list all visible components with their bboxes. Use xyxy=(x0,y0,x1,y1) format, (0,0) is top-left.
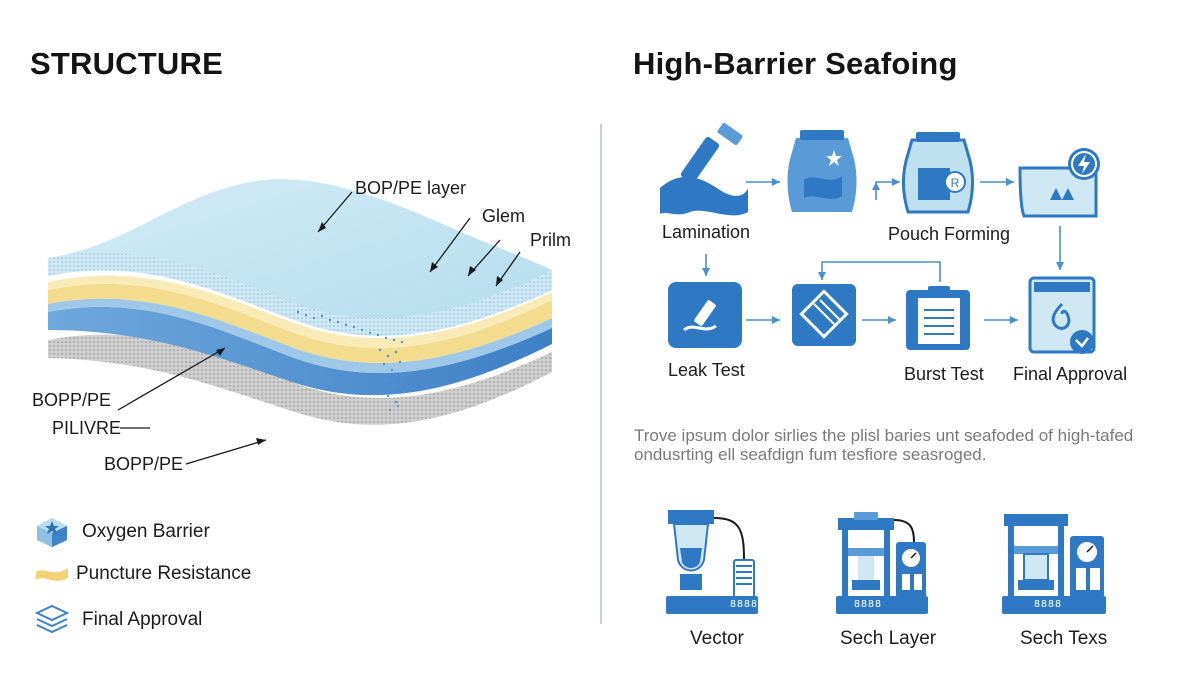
equipment-label-vector: Vector xyxy=(690,628,744,649)
label-top-layer: BOP/PE layer xyxy=(355,178,467,198)
svg-text:R: R xyxy=(951,176,960,190)
leader-arrowheads xyxy=(216,222,503,445)
pouch-icon xyxy=(787,130,857,212)
process-title: High-Barrier Seafoing xyxy=(633,46,958,81)
step-label-pouch-forming: Pouch Forming xyxy=(888,224,1011,244)
clipboard-icon xyxy=(906,286,970,350)
approval-bag-icon xyxy=(1028,276,1096,354)
lower-blue-layer xyxy=(48,298,552,396)
star-cube-icon xyxy=(37,518,67,547)
legend-item-puncture-resistance: Puncture Resistance xyxy=(34,562,251,586)
burst-tester-icon xyxy=(1002,514,1106,614)
press-tester-icon xyxy=(836,512,928,614)
sech-texs-display: 8888 xyxy=(1034,599,1063,610)
sech-layer-display: 8888 xyxy=(854,599,883,610)
equipment-label-sech-texs: Sech Texs xyxy=(1020,628,1108,649)
pouch-forming-icon: R xyxy=(902,132,974,214)
label-film-a: Glem xyxy=(482,206,526,226)
yellow-wave-icon xyxy=(36,568,68,581)
description-line-2: ondusrting ell seafdign fum tesfiore sea… xyxy=(634,445,987,464)
bottom-grey-layer xyxy=(48,334,552,425)
step-label-final-approval: Final Approval xyxy=(1013,364,1128,384)
layer-stack-diagram xyxy=(48,179,552,465)
vector-display: 8888 xyxy=(730,599,759,610)
flow-connectors xyxy=(705,181,1061,321)
top-film-layer xyxy=(48,179,552,336)
legend-item-final-approval: Final Approval xyxy=(34,604,202,636)
crimp-icon xyxy=(792,284,856,346)
legend-item-oxygen-barrier: Oxygen Barrier xyxy=(34,516,210,548)
permeation-dots xyxy=(296,310,406,412)
vacuum-tester-icon xyxy=(666,510,758,614)
label-film-b: Prilm xyxy=(530,230,571,250)
flow-arrowheads xyxy=(702,178,1064,324)
label-bottom: BOPP/PE xyxy=(104,454,184,474)
label-mid-2: PILIVRE xyxy=(52,418,122,438)
description-line-1: Trove ipsum dolor sirlies the plisl bari… xyxy=(634,426,1134,445)
equipment-label-sech-layer: Sech Layer xyxy=(840,628,937,649)
structure-title: STRUCTURE xyxy=(30,46,223,81)
panel-divider xyxy=(600,124,602,624)
leak-test-icon xyxy=(668,282,742,348)
stacked-layers-icon xyxy=(34,604,70,634)
step-label-lamination: Lamination xyxy=(662,222,751,242)
sealed-bag-icon xyxy=(1018,148,1100,218)
step-label-burst-test: Burst Test xyxy=(904,364,984,384)
yellow-layer xyxy=(48,275,552,364)
label-mid-1: BOPP/PE xyxy=(32,390,112,410)
lamination-icon xyxy=(660,122,748,216)
step-label-leak-test: Leak Test xyxy=(668,360,745,380)
